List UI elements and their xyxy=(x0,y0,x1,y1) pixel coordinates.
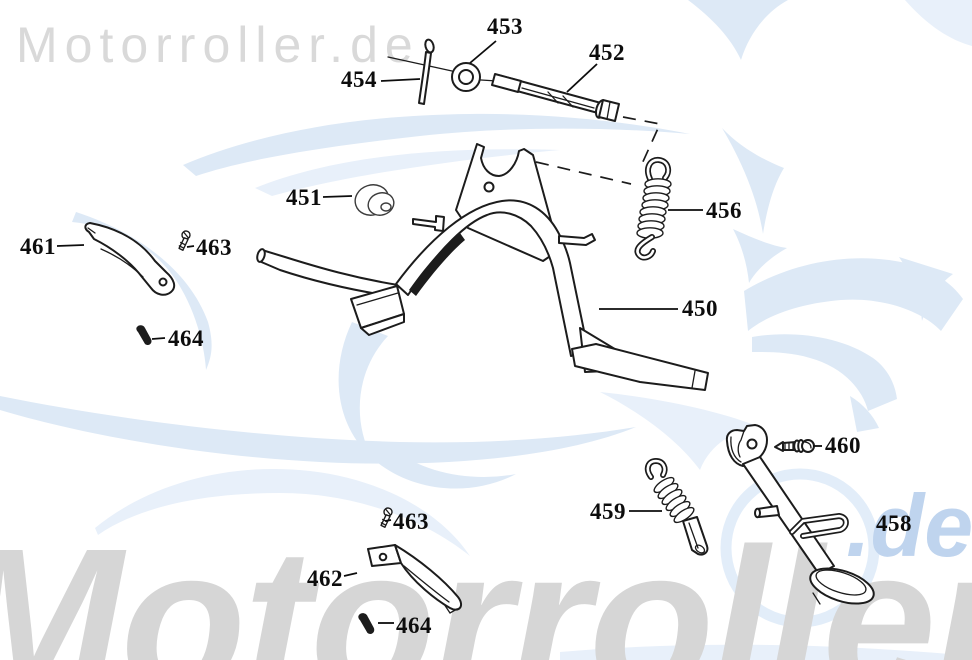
assembly-dashed-guides xyxy=(535,116,662,185)
leader-line-454 xyxy=(380,78,421,82)
swoosh-top-right xyxy=(688,0,788,60)
swoosh-left-ribbon xyxy=(72,212,212,370)
part-454-cotter-pin-drawing xyxy=(418,38,435,105)
part-label-452: 452 xyxy=(589,40,625,65)
part-label-464b: 464 xyxy=(396,613,432,638)
swoosh-ring xyxy=(720,468,880,628)
part-label-451: 451 xyxy=(286,185,322,210)
part-456-spring-drawing xyxy=(634,156,672,261)
part-label-456: 456 xyxy=(706,198,742,223)
leader-line-453 xyxy=(469,40,497,64)
swoosh-top-right-2 xyxy=(905,0,972,46)
leader-line-464a xyxy=(151,337,166,340)
watermark-bottom-de: .de xyxy=(846,476,972,575)
swoosh-top-band-2 xyxy=(255,149,560,196)
part-label-464a: 464 xyxy=(168,326,204,351)
leader-line-462 xyxy=(343,572,358,577)
part-458-side-stand-drawing xyxy=(725,424,875,605)
swoosh-top-band xyxy=(183,113,690,176)
part-label-462: 462 xyxy=(307,566,343,591)
part-label-463b: 463 xyxy=(393,509,429,534)
swoosh-circle-arc xyxy=(95,468,470,556)
part-451-roller-drawing xyxy=(354,184,395,216)
part-453-washer-drawing xyxy=(451,62,481,92)
swoosh-lower-curl xyxy=(600,392,762,470)
swoosh-bird-curl xyxy=(752,334,897,411)
part-460-bolt-drawing xyxy=(774,439,815,453)
part-label-463a: 463 xyxy=(196,235,232,260)
part-459-spring-drawing xyxy=(644,457,709,556)
part-450-center-stand-drawing xyxy=(256,143,709,391)
swoosh-bird-plume-right xyxy=(899,257,953,321)
part-label-458: 458 xyxy=(876,511,912,536)
part-452-bolt-drawing xyxy=(491,73,620,122)
part-label-461: 461 xyxy=(20,234,56,259)
swoosh-bird-plume xyxy=(722,128,784,234)
part-label-459: 459 xyxy=(590,499,626,524)
part-462-bracket-drawing xyxy=(367,544,462,614)
swoosh-bird-arc xyxy=(744,258,963,331)
leader-line-463b xyxy=(384,519,392,522)
swoosh-crescent xyxy=(0,396,636,464)
swoosh-center-loop xyxy=(338,322,388,458)
part-461-bracket-drawing xyxy=(84,222,176,296)
leader-line-463a xyxy=(186,245,195,248)
part-label-453: 453 xyxy=(487,14,523,39)
watermark-top: Motorroller.de xyxy=(16,17,420,73)
swoosh-center-loop-2 xyxy=(372,448,516,489)
leader-line-451 xyxy=(322,195,353,198)
part-label-454: 454 xyxy=(341,67,377,92)
part-label-460: 460 xyxy=(825,433,861,458)
swoosh-bird-spike xyxy=(733,229,787,283)
swoosh-bird-tip xyxy=(850,396,879,432)
part-label-450: 450 xyxy=(682,296,718,321)
leader-line-461 xyxy=(56,244,85,247)
swoosh-bottom-band xyxy=(560,644,972,660)
leader-line-452 xyxy=(566,63,598,93)
